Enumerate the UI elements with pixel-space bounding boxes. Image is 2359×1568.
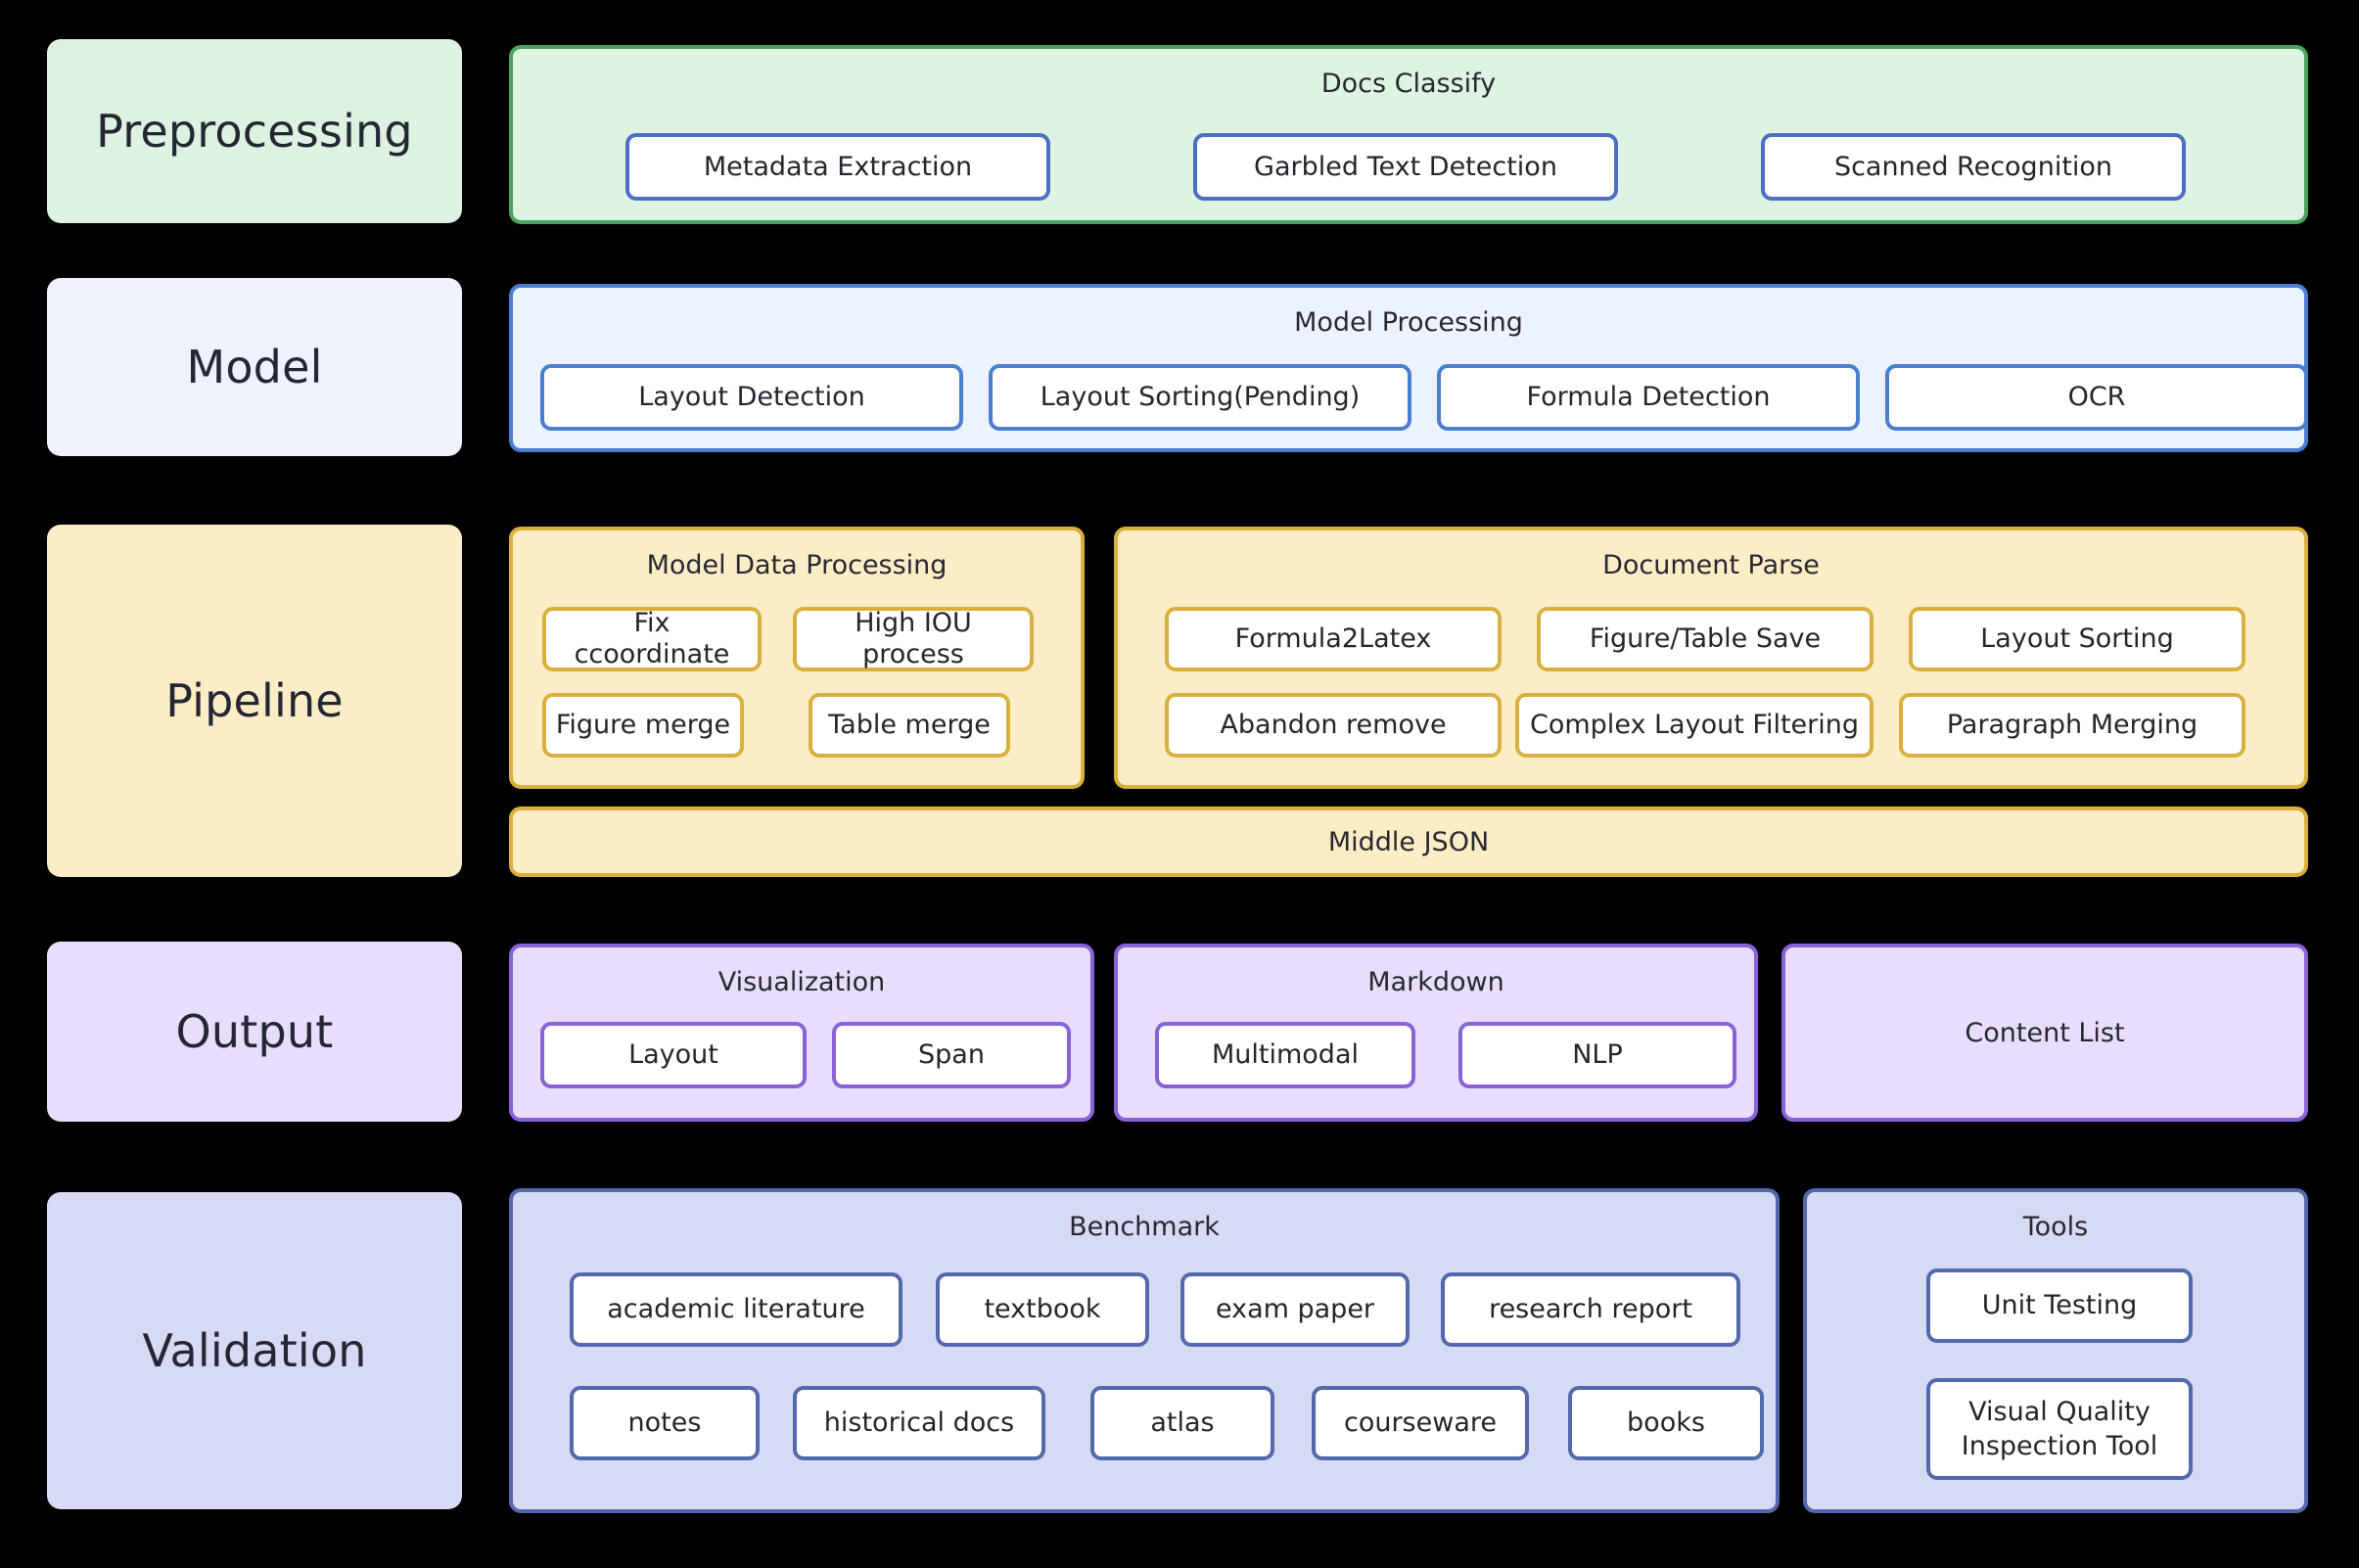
- group-title-benchmark: Benchmark: [1069, 1212, 1220, 1242]
- chip-paragraph-merging[interactable]: Paragraph Merging: [1899, 693, 2245, 758]
- group-title-tools: Tools: [2022, 1212, 2089, 1242]
- chip-multimodal[interactable]: Multimodal: [1155, 1022, 1415, 1088]
- stage-label-validation: Validation: [142, 1324, 367, 1377]
- chip-layout-detection[interactable]: Layout Detection: [540, 364, 963, 431]
- stage-label-preprocessing: Preprocessing: [96, 105, 413, 158]
- group-content-list[interactable]: Content List: [1781, 944, 2308, 1122]
- chip-research-report[interactable]: research report: [1441, 1272, 1740, 1347]
- chip-formula2latex[interactable]: Formula2Latex: [1165, 607, 1502, 671]
- chip-figure-merge[interactable]: Figure merge: [542, 693, 744, 758]
- chip-ocr[interactable]: OCR: [1885, 364, 2308, 431]
- chip-academic-literature[interactable]: academic literature: [570, 1272, 902, 1347]
- chip-fix-ccoordinate[interactable]: Fix ccoordinate: [542, 607, 762, 671]
- group-markdown[interactable]: Markdown Multimodal NLP: [1114, 944, 1758, 1122]
- chip-atlas[interactable]: atlas: [1090, 1386, 1274, 1460]
- chip-metadata-extraction[interactable]: Metadata Extraction: [625, 133, 1050, 201]
- chip-table-merge[interactable]: Table merge: [809, 693, 1010, 758]
- stage-label-pipeline: Pipeline: [165, 674, 344, 727]
- chip-courseware[interactable]: courseware: [1312, 1386, 1529, 1460]
- group-tools[interactable]: Tools Unit Testing Visual Quality Inspec…: [1803, 1188, 2308, 1513]
- stage-card-model[interactable]: Model: [47, 278, 462, 456]
- chip-layout[interactable]: Layout: [540, 1022, 807, 1088]
- group-title-model-processing: Model Processing: [1294, 307, 1523, 338]
- chip-nlp[interactable]: NLP: [1458, 1022, 1736, 1088]
- stage-card-output[interactable]: Output: [47, 942, 462, 1122]
- chip-textbook[interactable]: textbook: [936, 1272, 1149, 1347]
- chip-notes[interactable]: notes: [570, 1386, 760, 1460]
- chip-figure-table-save[interactable]: Figure/Table Save: [1537, 607, 1873, 671]
- stage-label-model: Model: [186, 341, 323, 393]
- chip-books[interactable]: books: [1568, 1386, 1764, 1460]
- stage-card-preprocessing[interactable]: Preprocessing: [47, 39, 462, 223]
- chip-complex-layout-filtering[interactable]: Complex Layout Filtering: [1515, 693, 1873, 758]
- group-title-model-data-processing: Model Data Processing: [646, 550, 948, 580]
- chip-span[interactable]: Span: [832, 1022, 1071, 1088]
- group-title-visualization: Visualization: [717, 967, 886, 997]
- group-document-parse[interactable]: Document Parse Formula2Latex Figure/Tabl…: [1114, 527, 2308, 789]
- chip-formula-detection[interactable]: Formula Detection: [1437, 364, 1860, 431]
- chip-layout-sorting[interactable]: Layout Sorting: [1909, 607, 2245, 671]
- bar-middle-json[interactable]: Middle JSON: [509, 807, 2308, 877]
- stage-card-pipeline[interactable]: Pipeline: [47, 525, 462, 877]
- chip-historical-docs[interactable]: historical docs: [793, 1386, 1045, 1460]
- group-title-markdown: Markdown: [1367, 967, 1504, 997]
- group-title-document-parse: Document Parse: [1602, 550, 1820, 580]
- stage-card-validation[interactable]: Validation: [47, 1192, 462, 1509]
- chip-visual-quality-inspection-tool[interactable]: Visual Quality Inspection Tool: [1926, 1378, 2193, 1480]
- group-model-processing[interactable]: Model Processing Layout Detection Layout…: [509, 284, 2308, 452]
- chip-unit-testing[interactable]: Unit Testing: [1926, 1268, 2193, 1343]
- chip-abandon-remove[interactable]: Abandon remove: [1165, 693, 1502, 758]
- stage-label-output: Output: [175, 1005, 334, 1058]
- chip-high-iou-process[interactable]: High IOU process: [793, 607, 1034, 671]
- group-title-docs-classify: Docs Classify: [1320, 69, 1497, 99]
- bar-label-middle-json: Middle JSON: [1327, 826, 1490, 857]
- chip-scanned-recognition[interactable]: Scanned Recognition: [1761, 133, 2186, 201]
- group-model-data-processing[interactable]: Model Data Processing Fix ccoordinate Hi…: [509, 527, 1085, 789]
- group-title-content-list: Content List: [1965, 1017, 2125, 1048]
- chip-garbled-text-detection[interactable]: Garbled Text Detection: [1193, 133, 1618, 201]
- group-visualization[interactable]: Visualization Layout Span: [509, 944, 1094, 1122]
- chip-exam-paper[interactable]: exam paper: [1180, 1272, 1410, 1347]
- group-docs-classify[interactable]: Docs Classify Metadata Extraction Garble…: [509, 45, 2308, 224]
- chip-layout-sorting-pending[interactable]: Layout Sorting(Pending): [989, 364, 1411, 431]
- group-benchmark[interactable]: Benchmark academic literature textbook e…: [509, 1188, 1780, 1513]
